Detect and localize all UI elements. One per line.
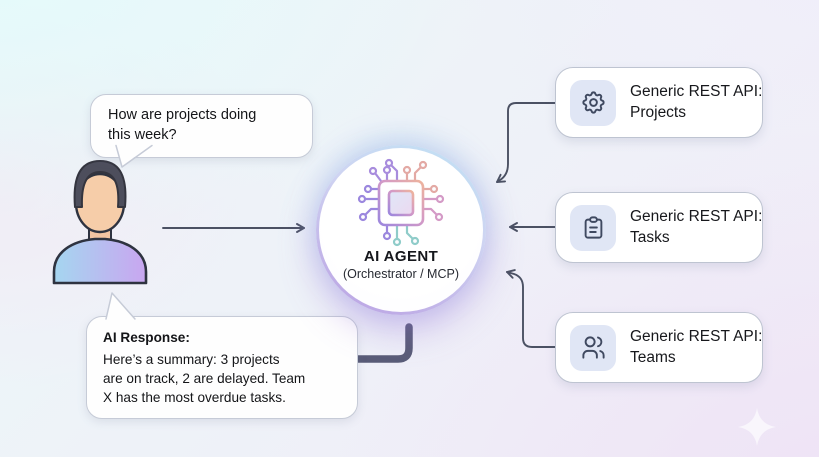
response-line: X has the most overdue tasks. [103,390,286,406]
api-box-teams: Generic REST API: Teams [555,312,763,383]
agent-subtitle: (Orchestrator / MCP) [343,267,459,281]
clipboard-icon [584,216,602,239]
agent-node: AI AGENT (Orchestrator / MCP) [316,145,486,315]
arrow-teams-to-agent [506,269,556,348]
question-bubble: How are projects doing this week? [90,94,313,158]
api-label-line: Teams [630,348,676,366]
arrow-projects-to-agent [496,102,556,183]
icon-tile [570,79,616,126]
api-label-line: Generic REST API: [630,208,763,226]
person-avatar [52,160,148,285]
api-box-tasks: Generic REST API: Tasks [555,192,763,263]
api-label-line: Tasks [630,228,670,246]
api-label: Generic REST API: Projects [630,82,762,122]
response-bubble: AI Response: Here’s a summary: 3 project… [86,316,358,420]
gear-icon [581,91,605,114]
agent-node-face: AI AGENT (Orchestrator / MCP) [319,148,483,312]
question-line: this week? [108,127,177,144]
api-label-line: Generic REST API: [630,83,763,101]
response-line: are on track, 2 are delayed. Team [103,371,306,387]
api-label: Generic REST API: Teams [630,327,762,367]
icon-tile [570,324,616,371]
icon-tile [570,204,616,251]
question-line: How are projects doing [108,107,257,123]
api-label: Generic REST API: Tasks [630,207,762,247]
agent-title: AI AGENT [363,248,439,265]
chip-icon [357,158,445,247]
api-label-line: Generic REST API: [630,328,763,346]
users-icon [581,336,605,359]
response-line: Here’s a summary: 3 projects [103,352,280,368]
sparkle-icon [738,408,776,446]
api-label-line: Projects [630,103,686,121]
api-box-projects: Generic REST API: Projects [555,67,763,138]
response-title: AI Response: [103,330,190,345]
